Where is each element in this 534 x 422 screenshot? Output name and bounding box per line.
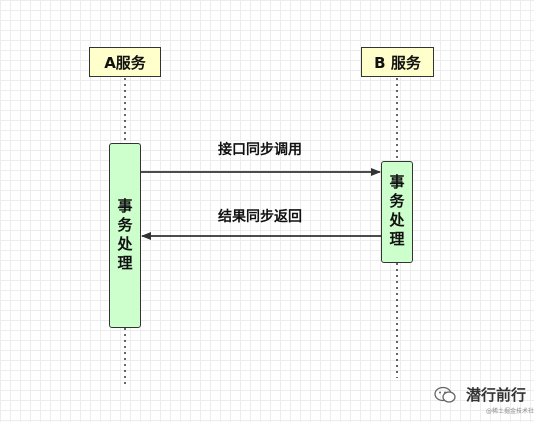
- wechat-icon: [434, 386, 456, 403]
- watermark-text: 潜行前行: [466, 386, 527, 404]
- activation-b: 事务处理: [381, 161, 413, 263]
- activation-a-label: 事务处理: [115, 197, 134, 274]
- activation-a: 事务处理: [109, 143, 141, 328]
- watermark-subtext: @稀土掘金技术社区: [486, 408, 534, 415]
- participant-b-box: B 服务: [361, 47, 434, 77]
- participant-a-box: A服务: [89, 47, 161, 77]
- activation-b-label: 事务处理: [387, 174, 406, 250]
- participant-b-label: B 服务: [374, 53, 421, 72]
- watermark: 潜行前行: [434, 384, 526, 405]
- message-label-return: 结果同步返回: [218, 209, 302, 225]
- message-label-call: 接口同步调用: [218, 142, 302, 158]
- participant-a-label: A服务: [104, 53, 146, 72]
